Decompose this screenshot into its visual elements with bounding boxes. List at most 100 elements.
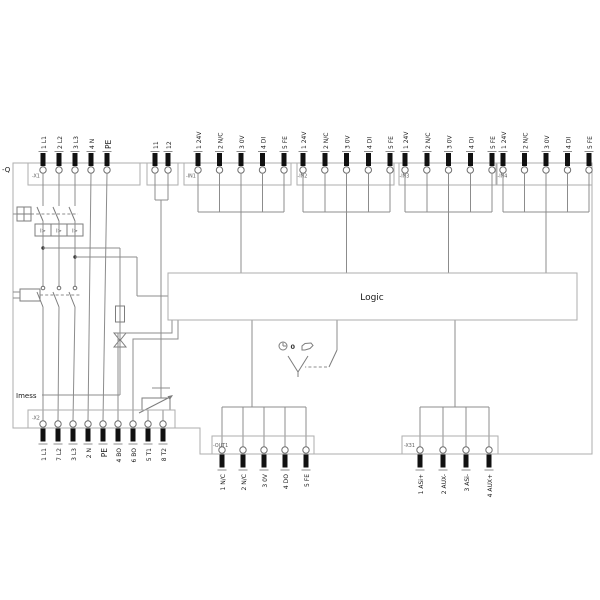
connector-in3-label: -IN3 <box>400 174 410 180</box>
zero-position-label: 0 <box>291 343 296 351</box>
terminal: PE <box>98 420 109 457</box>
terminal: 4 BO <box>113 420 123 462</box>
svg-text:5 FE: 5 FE <box>304 474 311 487</box>
terminal: PE <box>102 139 113 174</box>
terminal: 2 N/C <box>422 133 432 174</box>
svg-text:7 L2: 7 L2 <box>56 448 63 461</box>
svg-text:2 N/C: 2 N/C <box>523 133 530 149</box>
connector-in3: -IN3 1 24V 2 N/C 3 0V 4 DI 5 FE <box>398 131 497 186</box>
connector-x1-body <box>27 162 141 186</box>
terminal: 5 FE <box>487 136 497 174</box>
svg-text:12: 12 <box>166 141 173 149</box>
svg-text:2 N: 2 N <box>86 448 93 458</box>
contactor-coil-icon <box>19 288 41 302</box>
output-bus-wires <box>221 320 490 447</box>
connector-in1-label: -IN1 <box>186 174 196 180</box>
connector-in4: -IN4 1 24V 2 N/C 3 0V 4 DI 5 FE <box>496 131 594 186</box>
terminal: 1 24V <box>193 131 203 174</box>
manual-mode-icon <box>301 342 314 351</box>
circuit-breaker-icon: I> I> I> <box>13 206 84 237</box>
terminal: 2 N/C <box>215 133 225 174</box>
terminal: 2 AUX- <box>438 446 448 494</box>
svg-text:1 ASi+: 1 ASi+ <box>418 474 425 494</box>
terminal: 3 0V <box>444 134 454 174</box>
svg-text:6 BO: 6 BO <box>131 448 138 463</box>
terminal: 7 L2 <box>53 420 63 461</box>
connector-in2-body <box>296 162 395 186</box>
connector-in1-body <box>183 162 292 186</box>
svg-text:5 FE: 5 FE <box>388 136 395 149</box>
svg-text:3 0V: 3 0V <box>239 134 246 149</box>
terminal: 3 0V <box>541 134 551 174</box>
logic-label: Logic <box>360 293 384 303</box>
connector-out1: -OUT1 1 N/C 2 N/C 3 0V 4 DO 5 FE <box>211 435 315 490</box>
terminal: 4 DI <box>563 137 573 174</box>
svg-text:1 L1: 1 L1 <box>41 448 48 461</box>
terminal: 5 T1 <box>143 420 153 461</box>
svg-text:1 L1: 1 L1 <box>41 136 48 149</box>
connector-out1-label: -OUT1 <box>213 443 228 449</box>
terminal: 4 DI <box>258 137 268 174</box>
auto-mode-icon <box>278 341 288 351</box>
mode-selector: 0 <box>278 320 338 377</box>
terminal: 4 AUX+ <box>484 446 494 497</box>
connector-in2-label: -IN2 <box>298 174 308 180</box>
terminal: 5 FE <box>584 136 594 174</box>
terminal: 3 ASi- <box>461 446 471 491</box>
logic-block: Logic <box>167 272 578 321</box>
fuse-icon <box>115 305 125 323</box>
imess-label: Imess <box>16 392 37 400</box>
connector-aux-11-12: 11 12 <box>146 141 179 186</box>
svg-text:4 N: 4 N <box>89 139 96 149</box>
svg-text:4 DI: 4 DI <box>366 137 373 149</box>
terminal: 2 L2 <box>54 136 64 174</box>
connector-x31: -X31 1 ASi+ 2 AUX- 3 ASi- 4 AUX+ <box>401 435 499 497</box>
binary-output-wires <box>117 320 179 421</box>
connector-out1-body <box>211 435 315 455</box>
svg-text:2 L2: 2 L2 <box>57 136 64 149</box>
connector-x1: -X1 1 L1 2 L2 3 L3 4 N PE <box>27 136 141 186</box>
svg-text:5 FE: 5 FE <box>587 136 594 149</box>
terminal: 4 DI <box>465 137 475 174</box>
svg-text:2 N/C: 2 N/C <box>218 133 225 149</box>
svg-text:4 DI: 4 DI <box>566 137 573 149</box>
terminal: 3 L3 <box>68 420 78 461</box>
svg-text:3 0V: 3 0V <box>544 134 551 149</box>
svg-text:8 T2: 8 T2 <box>161 448 168 461</box>
connector-in2: -IN2 1 24V 2 N/C 3 0V 4 DI 5 FE <box>296 131 395 186</box>
terminal: 12 <box>163 141 173 174</box>
terminal: 2 N/C <box>520 133 530 174</box>
terminal: 1 N/C <box>217 446 227 490</box>
svg-text:3 L3: 3 L3 <box>73 136 80 149</box>
terminal: 3 0V <box>236 134 246 174</box>
svg-text:4 DO: 4 DO <box>283 474 290 489</box>
svg-text:3 0V: 3 0V <box>447 134 454 149</box>
terminal: 1 L1 <box>38 136 48 174</box>
terminal: 2 N/C <box>320 133 330 174</box>
svg-text:1 24V: 1 24V <box>501 131 508 149</box>
terminal: 6 BO <box>128 420 138 463</box>
connector-in3-body <box>398 162 497 186</box>
terminal: 4 N <box>86 139 96 174</box>
svg-text:3 L3: 3 L3 <box>71 448 78 461</box>
terminal: 5 FE <box>279 136 289 174</box>
terminal: 1 24V <box>498 131 508 174</box>
svg-text:3 ASi-: 3 ASi- <box>464 474 471 491</box>
breaker-operator-icon <box>13 206 32 222</box>
terminal: 4 DI <box>363 137 373 174</box>
connector-x1-label: -X1 <box>32 174 40 180</box>
device-tag: -Q <box>2 166 11 174</box>
svg-text:5 FE: 5 FE <box>282 136 289 149</box>
svg-text:4 DI: 4 DI <box>468 137 475 149</box>
terminal: 4 DO <box>280 446 290 489</box>
svg-text:1 24V: 1 24V <box>196 131 203 149</box>
svg-text:2 N/C: 2 N/C <box>323 133 330 149</box>
connector-x2: -X2 1 L1 7 L2 3 L3 2 N PE 4 BO 6 BO <box>27 409 176 463</box>
connector-aux-body <box>146 162 179 186</box>
svg-text:1 24V: 1 24V <box>403 131 410 149</box>
terminal: 8 T2 <box>158 420 168 461</box>
contactor-icon <box>13 285 80 308</box>
svg-text:4 DI: 4 DI <box>261 137 268 149</box>
neutral-pe-wires <box>87 173 108 421</box>
